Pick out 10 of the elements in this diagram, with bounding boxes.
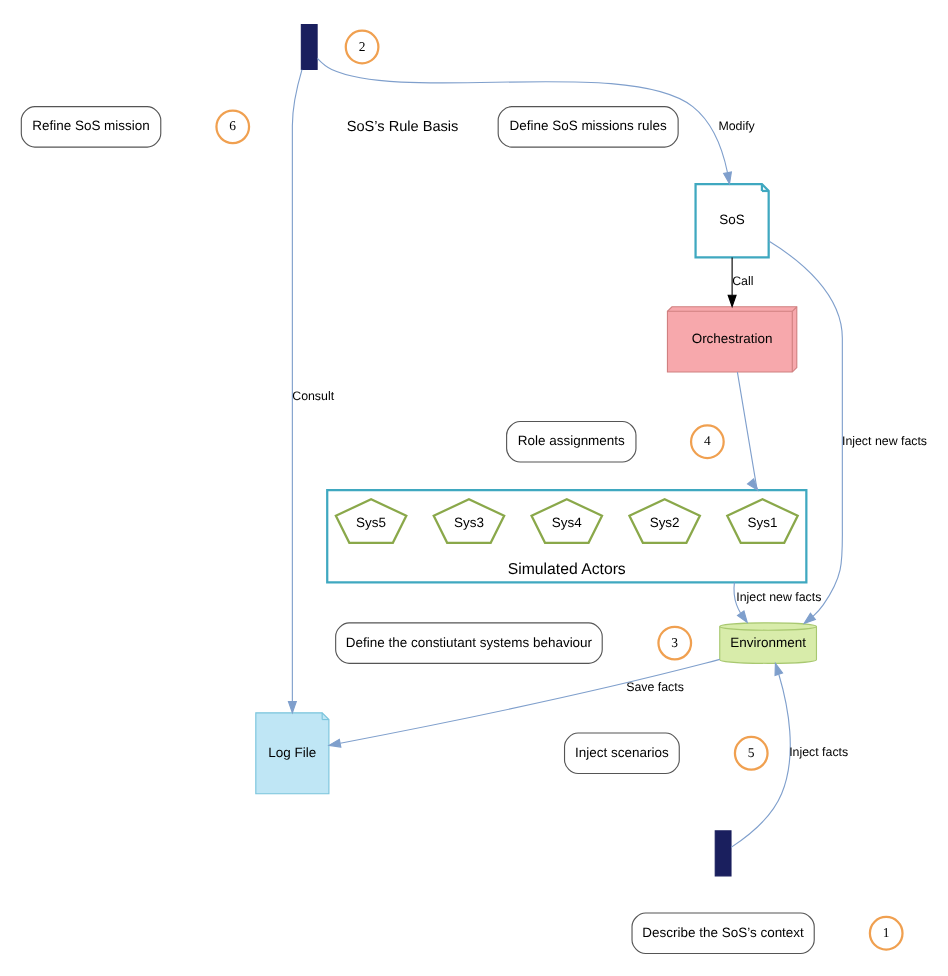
arrow [287,68,303,714]
arrow [727,255,737,308]
arrow [768,239,843,624]
arrow [733,580,749,623]
node-person [300,22,318,70]
arrow [736,370,759,491]
arrow [730,660,791,847]
arrow [327,657,721,747]
arrow [316,56,733,185]
node-person [714,829,732,876]
